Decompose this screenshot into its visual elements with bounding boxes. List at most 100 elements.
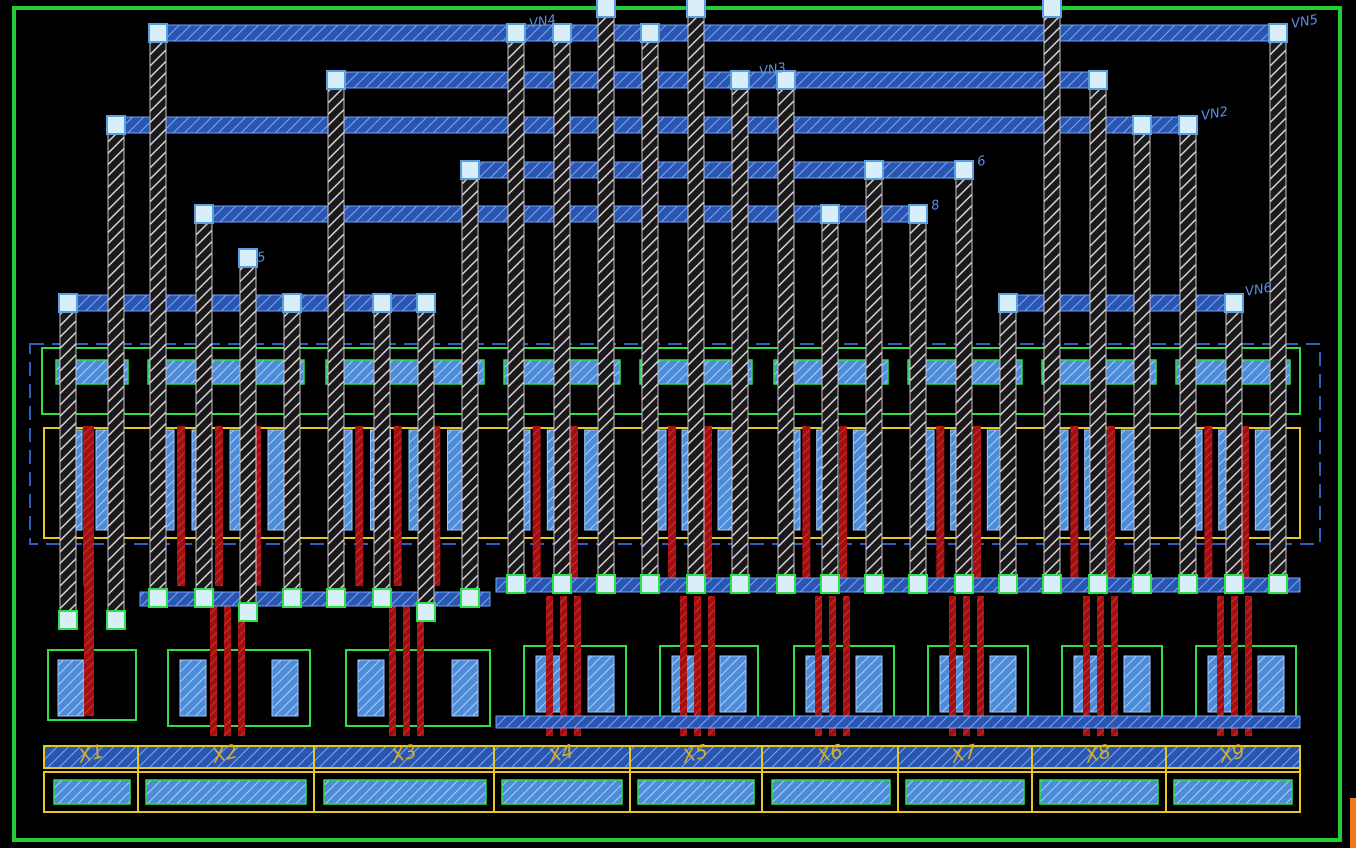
upper-contact-strip: [325, 359, 485, 385]
nmos-poly-finger: [949, 596, 956, 736]
vertical-metal-strap: [461, 169, 479, 599]
poly-gate: [1204, 426, 1213, 586]
via-contact: [998, 293, 1018, 313]
vertical-metal-strap: [865, 169, 883, 585]
vertical-metal-layer: [59, 7, 1287, 621]
chip-boundary: [12, 6, 1342, 842]
nmos-diffusion: [587, 655, 615, 713]
nmos-diffusion: [179, 659, 207, 717]
nmos-poly-finger: [389, 596, 396, 736]
lower-contact-strip: [323, 779, 487, 805]
nmos-poly-finger: [963, 596, 970, 736]
lower-contact-strip: [905, 779, 1025, 805]
vertical-metal-strap: [1269, 32, 1287, 585]
via-contact: [596, 574, 616, 594]
via-contact: [640, 23, 660, 43]
poly-gate: [84, 426, 94, 716]
poly-gate: [973, 426, 981, 586]
vertical-metal-strap: [59, 302, 77, 621]
via-contact: [416, 293, 436, 313]
via-contact: [686, 0, 706, 18]
local-interconnect: [139, 591, 491, 607]
lower-contact-strip: [1039, 779, 1159, 805]
via-contact: [908, 574, 928, 594]
net-label: 8: [930, 198, 941, 214]
lower-contact-strip: [771, 779, 891, 805]
via-contact: [686, 574, 706, 594]
via-contact: [416, 602, 436, 622]
vertical-metal-strap: [597, 7, 615, 585]
vertical-metal-strap: [507, 32, 525, 585]
via-contact: [776, 70, 796, 90]
via-contact: [998, 574, 1018, 594]
via-contact: [552, 23, 572, 43]
vertical-metal-strap: [553, 32, 571, 585]
vertical-metal-strap: [283, 302, 301, 599]
vertical-metal-strap: [373, 302, 391, 599]
via-layer: [58, 0, 1288, 630]
poly-gate: [570, 426, 578, 586]
via-contact: [954, 160, 974, 180]
vertical-metal-strap: [417, 302, 435, 613]
horizontal-metal-net: [149, 24, 1283, 42]
vertical-metal-strap: [1133, 124, 1151, 585]
nmos-poly-finger: [560, 596, 567, 736]
poly-gate: [1070, 426, 1079, 586]
horizontal-metal-net: [1005, 294, 1237, 312]
poly-gate: [532, 426, 541, 586]
via-contact: [1268, 574, 1288, 594]
vertical-metal-strap: [239, 257, 257, 613]
via-contact: [1224, 574, 1244, 594]
nmos-diffusion: [1123, 655, 1151, 713]
via-contact: [1178, 115, 1198, 135]
vertical-metal-strap: [1043, 7, 1061, 585]
via-contact: [506, 23, 526, 43]
nmos-poly-finger: [977, 596, 984, 736]
via-contact: [194, 588, 214, 608]
vertical-metal-strap: [821, 213, 839, 585]
poly-gate: [355, 426, 364, 586]
poly-gate: [936, 426, 945, 586]
nmos-diffusion: [271, 659, 299, 717]
vertical-metal-strap: [909, 213, 927, 585]
nmos-diffusion: [719, 655, 747, 713]
vertical-metal-strap: [1179, 124, 1197, 585]
nmos-poly-finger: [546, 596, 553, 736]
via-contact: [106, 115, 126, 135]
vertical-metal-strap: [777, 79, 795, 585]
vertical-metal-strap: [999, 302, 1017, 585]
via-contact: [730, 70, 750, 90]
via-contact: [1132, 574, 1152, 594]
via-contact: [552, 574, 572, 594]
via-contact: [106, 610, 126, 630]
via-contact: [596, 0, 616, 18]
vertical-metal-strap: [687, 7, 705, 585]
poly-gate: [1107, 426, 1115, 586]
via-contact: [460, 588, 480, 608]
net-label: 6: [976, 154, 987, 170]
nmos-diffusion: [357, 659, 385, 717]
vertical-metal-strap: [327, 79, 345, 599]
via-contact: [238, 248, 258, 268]
via-contact: [1224, 293, 1244, 313]
via-contact: [640, 574, 660, 594]
nmos-poly-finger: [1245, 596, 1252, 736]
chip-boundary-outline: [12, 6, 1342, 842]
nmos-poly-finger: [1217, 596, 1224, 736]
poly-gate: [177, 426, 185, 586]
upper-active-band: [41, 347, 1301, 415]
net-label: 5: [256, 250, 267, 266]
vertical-metal-strap: [955, 169, 973, 585]
nmos-diffusion: [1257, 655, 1285, 713]
net-label: VN2: [1200, 104, 1229, 123]
lower-contact-strip: [637, 779, 755, 805]
via-contact: [282, 293, 302, 313]
vertical-metal-strap: [641, 32, 659, 585]
lower-contact-strip: [53, 779, 131, 805]
horizontal-metal-net: [465, 161, 971, 179]
nmos-poly-finger: [238, 596, 245, 736]
nmos-poly-finger: [1097, 596, 1104, 736]
vertical-metal-strap: [149, 32, 167, 599]
poly-gate: [253, 426, 261, 586]
